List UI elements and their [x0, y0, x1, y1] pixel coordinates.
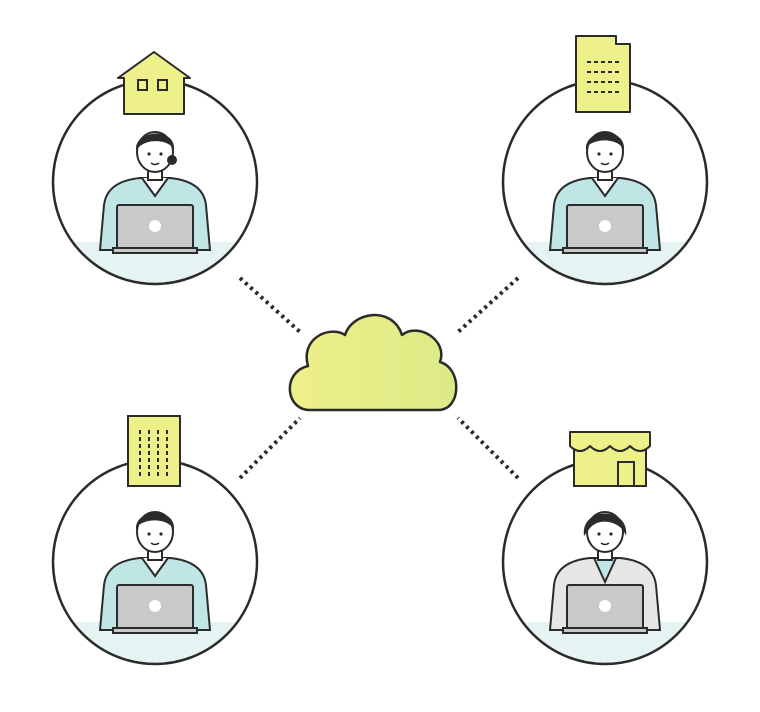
cloud-icon [288, 313, 458, 412]
office-building-icon [575, 35, 631, 113]
house-icon [117, 51, 191, 115]
connector-store-cloud [456, 416, 520, 480]
connector-home-cloud [238, 276, 302, 334]
storefront-icon [569, 431, 651, 487]
connectors [238, 276, 520, 480]
node-office [501, 35, 709, 286]
tall-building-icon [127, 415, 181, 487]
node-home [51, 51, 259, 286]
node-branch [51, 415, 259, 666]
connector-office-cloud [456, 276, 520, 334]
node-store [501, 431, 709, 666]
connector-branch-cloud [238, 416, 302, 480]
